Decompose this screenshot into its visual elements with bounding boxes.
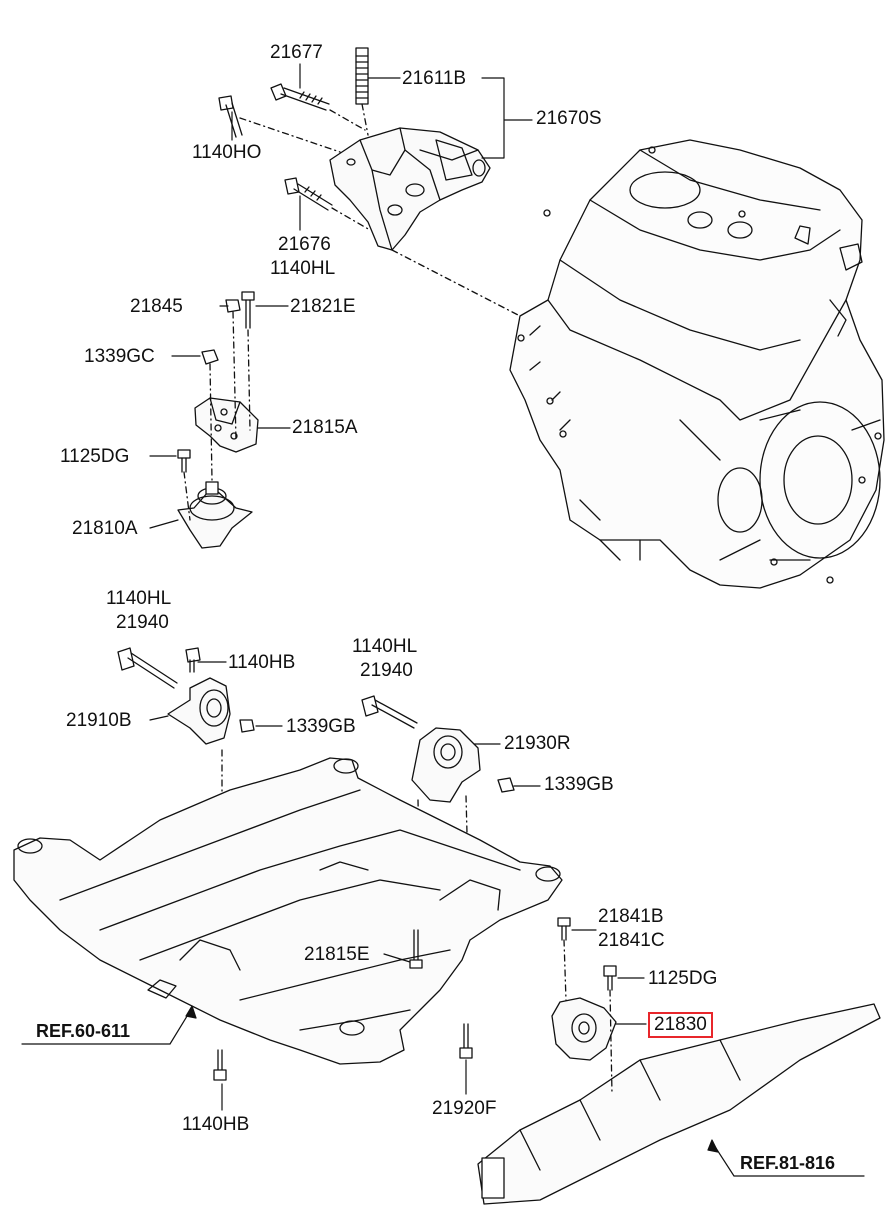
mount-21910b-drawing [167,677,231,745]
part-label-1140hb-b: 1140HB [182,1114,250,1135]
part-label-1339gb-a: 1339GB [286,716,356,737]
part-label-21940-c: 21940 [360,660,413,681]
bolt-1140ho-drawing [218,95,243,138]
part-label-1339gb-b: 1339GB [544,774,614,795]
part-label-21810a: 21810A [72,518,138,539]
part-label-21845: 21845 [130,296,183,317]
part-label-1339gc: 1339GC [84,346,155,367]
bolt-21920f-drawing [459,1023,473,1059]
bracket-21670s-drawing [329,127,491,251]
bolt-21815e-drawing [409,929,423,969]
mount-21930r-drawing [411,727,481,803]
centerlines-top [239,103,521,317]
centerlines-lower [563,939,613,1095]
part-label-1140hl-c: 1140HL [352,636,418,657]
nut-1339gb-a-drawing [239,719,255,733]
part-label-1125dg-a: 1125DG [60,446,130,467]
centerlines-left-upper [183,311,251,521]
bolt-1125dg-b-drawing [603,965,617,991]
part-label-21830-highlighted[interactable]: 21830 [648,1012,713,1038]
nut-21845-drawing [225,299,241,313]
part-label-21611b: 21611B [402,68,467,89]
bolt-1140hb-a-drawing [185,647,201,673]
leader-lines [21,63,865,1177]
stud-21611b-drawing [355,47,369,105]
part-label-21677: 21677 [270,42,323,63]
part-label-21815e: 21815E [304,944,370,965]
part-label-21841b: 21841B [598,906,664,927]
bolt-21676-drawing [284,177,333,211]
part-label-1140hb-a: 1140HB [228,652,296,673]
bolt-21841b-drawing [557,917,571,941]
bolt-21821e-drawing [241,291,255,329]
nut-1339gb-b-drawing [497,777,515,793]
part-label-1140hl-b: 1140HL [106,588,172,609]
mount-21830-drawing [551,997,617,1061]
part-label-21821e: 21821E [290,296,356,317]
reference-label-81-816[interactable]: REF.81-816 [740,1153,836,1173]
part-label-21910b: 21910B [66,710,132,731]
part-label-1140ho: 1140HO [192,142,262,163]
bolt-1140hl-c-drawing [361,695,418,729]
part-label-21815a: 21815A [292,417,358,438]
bolt-1125dg-a-drawing [177,449,191,473]
part-label-21940-b: 21940 [116,612,169,633]
reference-label-60-611[interactable]: REF.60-611 [36,1021,131,1041]
bolt-1140hb-b-drawing [213,1049,227,1081]
part-label-21676: 21676 [278,234,331,255]
part-label-21841c: 21841C [598,930,665,951]
nut-1339gc-drawing [201,349,219,365]
bolt-21677-drawing [270,83,330,111]
bolt-1140hl-b-drawing [117,647,178,689]
rail-drawing [477,1003,881,1205]
part-label-21930r: 21930R [504,733,571,754]
engine-block-drawing [509,139,885,589]
part-label-1140hl-a: 1140HL [270,258,336,279]
subframe-drawing [13,757,563,1065]
part-label-21920f: 21920F [432,1098,497,1119]
part-label-1125dg-b: 1125DG [648,968,718,989]
part-label-21670s: 21670S [536,108,602,129]
bracket-21815a-drawing [194,397,259,453]
mount-21810a-drawing [177,481,253,549]
